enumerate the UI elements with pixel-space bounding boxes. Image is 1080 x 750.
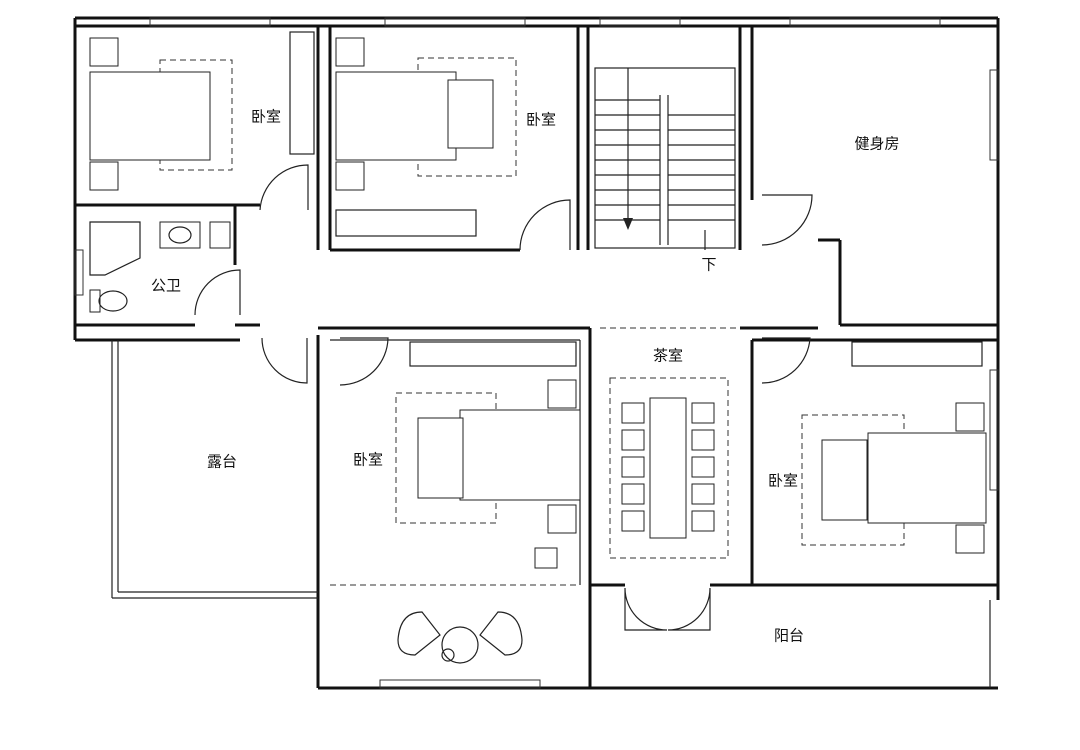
label-fitness-room: 健身房 — [854, 135, 899, 153]
label-bedroom-nw: 卧室 — [251, 108, 281, 126]
terrace-rail — [111, 340, 318, 599]
label-balcony: 阳台 — [774, 627, 804, 645]
bathroom-fixtures — [89, 221, 231, 313]
label-bathroom: 公卫 — [151, 277, 181, 295]
chairs — [417, 79, 868, 521]
label-terrace: 露台 — [207, 453, 237, 471]
tea-table — [621, 397, 715, 539]
label-bedroom-sw: 卧室 — [353, 451, 383, 469]
staircase — [594, 67, 736, 250]
lounge-set — [397, 547, 558, 664]
room-labels: 卧室 卧室 健身房 公卫 下 茶室 露台 卧室 卧室 阳台 — [151, 108, 900, 645]
label-bedroom-n: 卧室 — [526, 111, 556, 129]
label-tea-room: 茶室 — [653, 347, 683, 365]
label-bedroom-se: 卧室 — [768, 472, 798, 490]
doors — [194, 164, 813, 631]
beds — [89, 37, 987, 554]
interior-walls — [75, 26, 998, 688]
zone-lines — [159, 57, 905, 586]
wardrobes — [289, 31, 983, 367]
label-stair-down: 下 — [701, 256, 716, 274]
north-windows — [74, 17, 999, 689]
